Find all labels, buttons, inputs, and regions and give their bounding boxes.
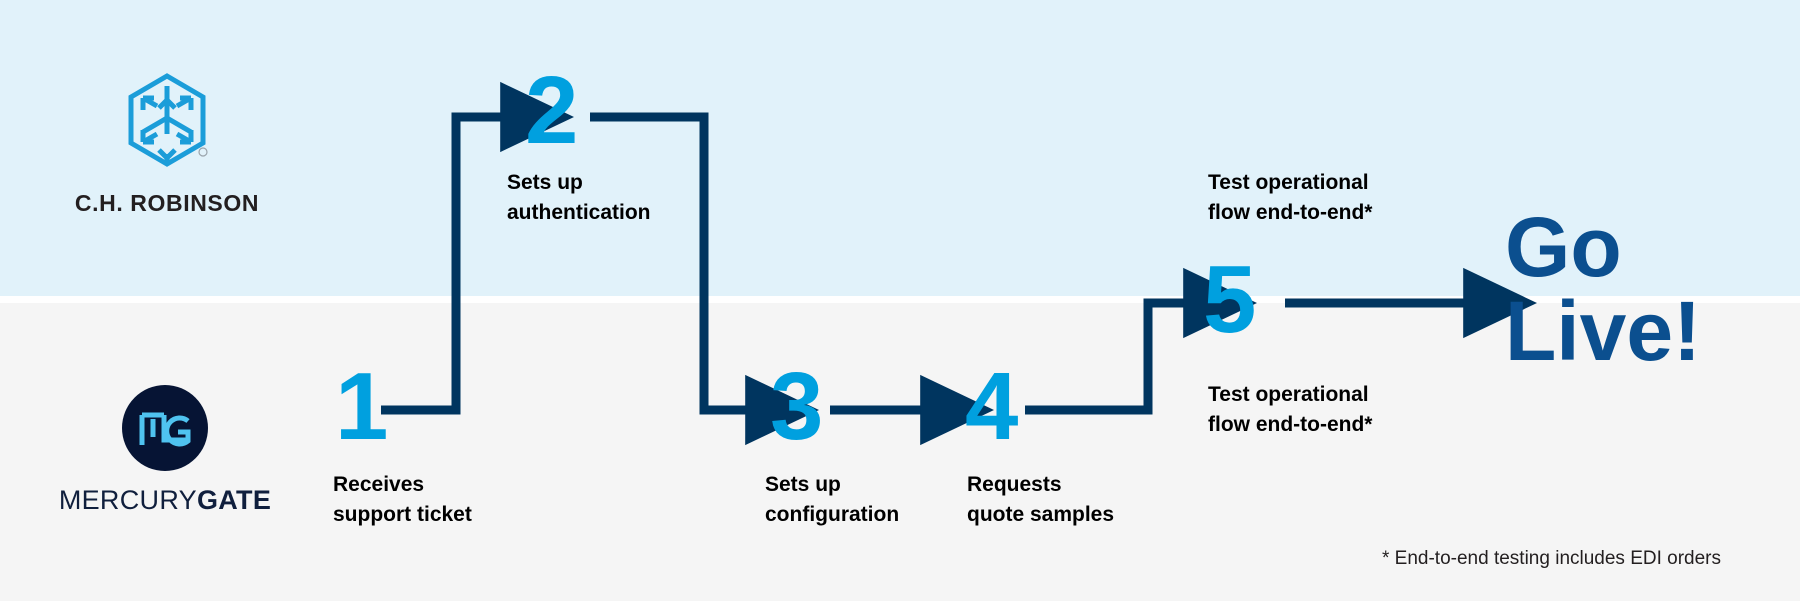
chr-hexagon-arrows-icon [128,73,208,167]
step-number-1: 1 [335,353,389,460]
mercurygate-logo: MERCURYGATE [55,385,275,516]
step-number-3: 3 [770,353,824,460]
step-caption-3: Sets up configuration [765,473,900,526]
go-live-label: Go Live! [1505,200,1702,378]
step-number-5: 5 [1203,246,1257,353]
mercurygate-wordmark-light: MERCURY [58,485,197,515]
mercurygate-mg-monogram-icon [122,385,208,471]
lane-band-chrobinson [0,0,1800,296]
step-caption-5-bottom: Test operational flow end-to-end* [1208,383,1373,436]
chrobinson-logo: C.H. ROBINSON [62,72,272,217]
step-number-4: 4 [965,353,1019,460]
mercurygate-wordmark-bold: GATE [196,485,272,515]
step-caption-1: Receives support ticket [333,473,472,526]
step-number-2: 2 [525,57,579,164]
mercurygate-wordmark: MERCURYGATE [55,485,275,516]
lane-band-mercurygate [0,303,1800,601]
chrobinson-wordmark: C.H. ROBINSON [74,190,260,216]
step-caption-4: Requests quote samples [967,473,1115,526]
step-caption-5-top: Test operational flow end-to-end* [1208,171,1373,224]
step-caption-2: Sets up authentication [507,171,651,224]
footnote-text: * End-to-end testing includes EDI orders [1382,548,1722,569]
